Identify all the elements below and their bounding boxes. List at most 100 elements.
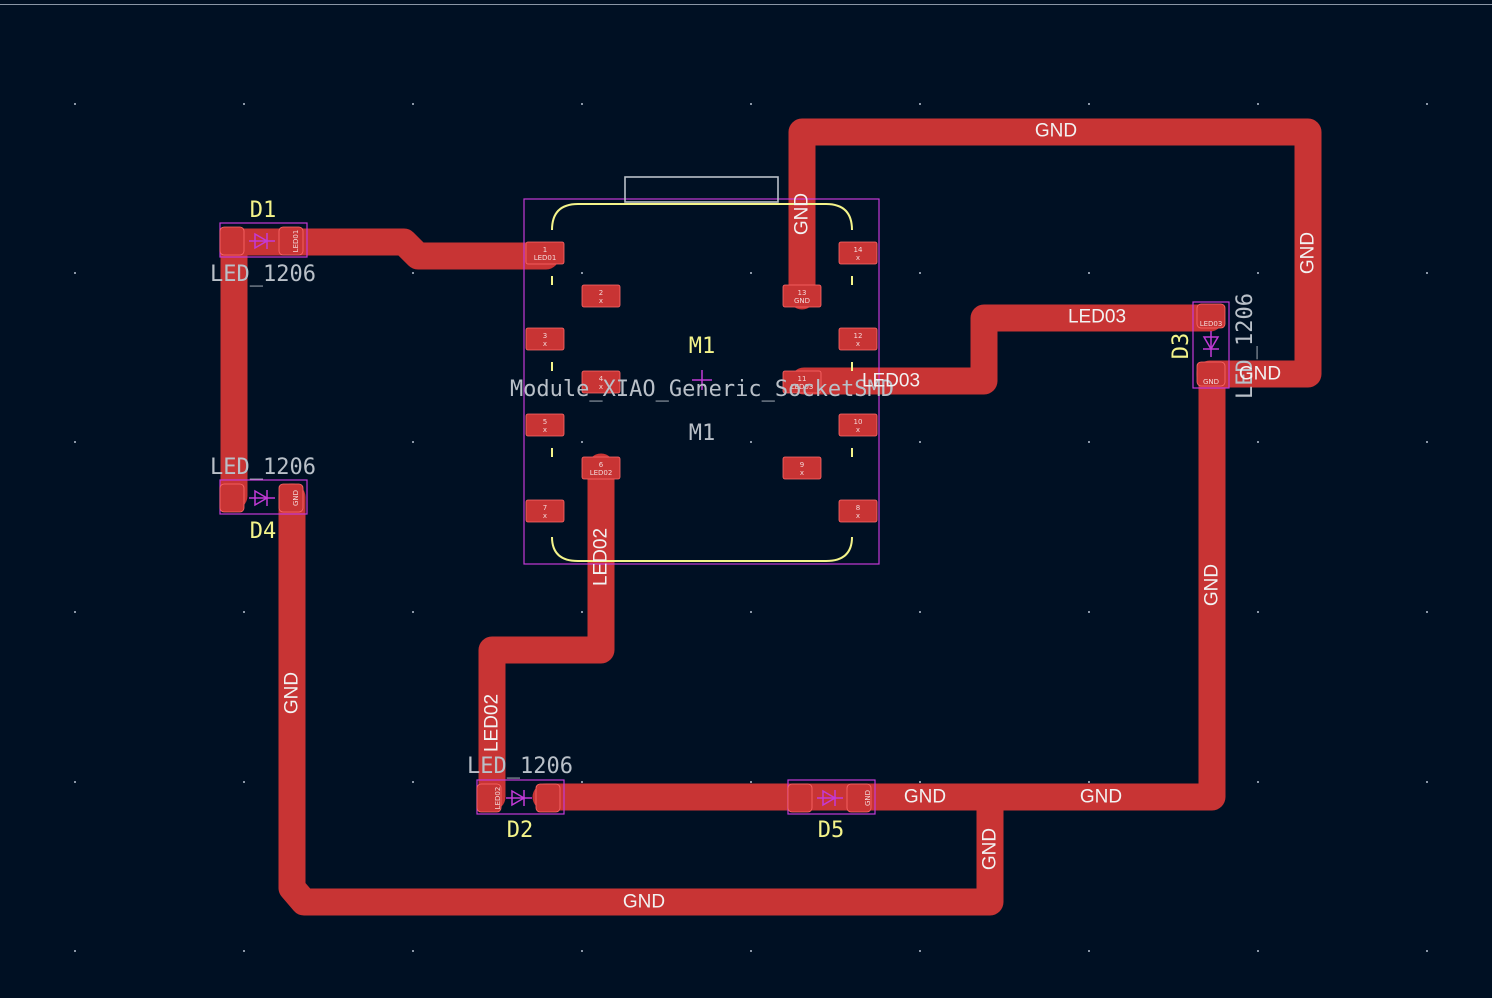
copper-tracks	[220, 118, 1322, 916]
module-pad-1[interactable]	[525, 241, 565, 265]
grid-dot	[750, 781, 752, 783]
track-gnd-top-loop[interactable]	[788, 118, 1322, 388]
module-pad-10[interactable]	[838, 413, 878, 437]
diode-icon	[1202, 331, 1220, 357]
module-pad-9[interactable]	[782, 456, 822, 480]
grid-dot	[1257, 441, 1259, 443]
led-d2[interactable]: LED02 LED_1206 D2	[467, 754, 573, 843]
grid-dot	[1426, 272, 1428, 274]
module-origin-cross	[692, 370, 712, 390]
grid-dot	[243, 950, 245, 952]
led-d2-pad2[interactable]	[476, 783, 502, 813]
module-pad-number: 3	[543, 332, 547, 340]
module-pad-net: x	[856, 426, 860, 434]
net-label-gnd: GND	[980, 828, 1001, 870]
module-pad-6[interactable]	[581, 456, 621, 480]
net-label-gnd: GND	[623, 892, 665, 913]
led-d1-pad2[interactable]	[278, 226, 304, 256]
led-d3-value: LED_1206	[1233, 293, 1258, 399]
grid-dot	[1088, 950, 1090, 952]
net-label-gnd: GND	[1298, 232, 1319, 274]
led-d5-pad1[interactable]	[846, 783, 872, 813]
grid-dot	[919, 272, 921, 274]
grid-dot	[919, 950, 921, 952]
grid-dot	[412, 950, 414, 952]
grid-dot	[581, 950, 583, 952]
module-pad-net: x	[856, 340, 860, 348]
grid-dots	[74, 103, 1428, 952]
module-pad-5[interactable]	[525, 413, 565, 437]
track-gnd-left-loop[interactable]	[278, 483, 1004, 916]
led-d4-pad2[interactable]	[219, 483, 245, 513]
net-label-gnd: GND	[282, 672, 303, 714]
module-pad-7[interactable]	[525, 499, 565, 523]
module-pad-14[interactable]	[838, 241, 878, 265]
led-d1-value: LED_1206	[210, 262, 316, 287]
net-labels: GND GND GND GND GND GND GND GND GND GND …	[282, 121, 1319, 913]
module-value: Module_XIAO_Generic_SocketSMD	[510, 377, 894, 402]
grid-dot	[581, 781, 583, 783]
led-d4-pad1[interactable]	[278, 483, 304, 513]
grid-dot	[750, 950, 752, 952]
led-d3-reference: D3	[1169, 333, 1194, 360]
diode-icon	[506, 789, 532, 807]
led-footprints: LED01 D1 LED_1206 GND LED_1206 D4 LED02	[210, 198, 1258, 843]
led-d1[interactable]: LED01 D1 LED_1206	[210, 198, 316, 287]
grid-dot	[74, 272, 76, 274]
grid-dot	[581, 272, 583, 274]
led-d1-pad1[interactable]	[219, 226, 245, 256]
module-pad-number: 12	[854, 332, 863, 340]
module-silk-outline	[551, 203, 853, 562]
module-pad-number: 6	[599, 461, 604, 469]
module-pad-4[interactable]	[581, 370, 621, 394]
module-pad-2[interactable]	[581, 284, 621, 308]
net-label-led02: LED02	[591, 528, 612, 586]
led-d5-pad2[interactable]	[787, 783, 813, 813]
grid-dot	[919, 781, 921, 783]
track-gnd-bottom[interactable]	[532, 360, 1226, 811]
grid-dot	[1426, 441, 1428, 443]
track-led03-upper[interactable]	[790, 304, 1224, 395]
module-pad-net: x	[800, 469, 804, 477]
grid-dot	[750, 103, 752, 105]
led-d2-pad1[interactable]	[535, 783, 561, 813]
track-led01[interactable]	[220, 228, 560, 270]
module-m1[interactable]: 1LED012x3x4x5x6LED027x8x9x10x11LED0312x1…	[510, 176, 894, 565]
led-d3-pad2[interactable]	[1196, 303, 1226, 329]
grid-dot	[1257, 103, 1259, 105]
led-d3-pad1[interactable]	[1196, 361, 1226, 387]
led-d5[interactable]: GND D5	[787, 779, 876, 843]
module-pads: 1LED012x3x4x5x6LED027x8x9x10x11LED0312x1…	[525, 241, 878, 523]
net-label-gnd: GND	[792, 193, 813, 235]
module-pad-net: LED03	[791, 383, 814, 391]
diode-icon	[249, 489, 275, 507]
grid-dot	[412, 272, 414, 274]
grid-dot	[1257, 781, 1259, 783]
grid-dot	[750, 272, 752, 274]
net-label-gnd: GND	[1080, 787, 1122, 808]
track-led02[interactable]	[478, 453, 615, 811]
led-d3-pad2-net: LED03	[1200, 320, 1223, 328]
module-pad-net: x	[599, 297, 603, 305]
module-pad-net: x	[543, 426, 547, 434]
module-pad-number: 7	[543, 504, 547, 512]
led-d4[interactable]: GND LED_1206 D4	[210, 455, 316, 544]
module-pad-12[interactable]	[838, 327, 878, 351]
module-pad-13[interactable]	[782, 284, 822, 308]
grid-dot	[243, 781, 245, 783]
grid-dot	[243, 611, 245, 613]
module-pad-11[interactable]	[782, 370, 822, 394]
module-pad-3[interactable]	[525, 327, 565, 351]
net-label-led03: LED03	[1068, 307, 1126, 328]
module-pad-number: 9	[800, 461, 804, 469]
grid-dot	[1426, 950, 1428, 952]
grid-dot	[412, 611, 414, 613]
grid-dot	[750, 441, 752, 443]
module-pad-net: LED01	[534, 254, 557, 262]
led-d3[interactable]: LED03 GND D3 LED_1206	[1169, 293, 1258, 399]
module-pad-8[interactable]	[838, 499, 878, 523]
led-d3-courtyard	[1192, 301, 1230, 389]
grid-dot	[74, 781, 76, 783]
module-pad-net: x	[856, 512, 860, 520]
